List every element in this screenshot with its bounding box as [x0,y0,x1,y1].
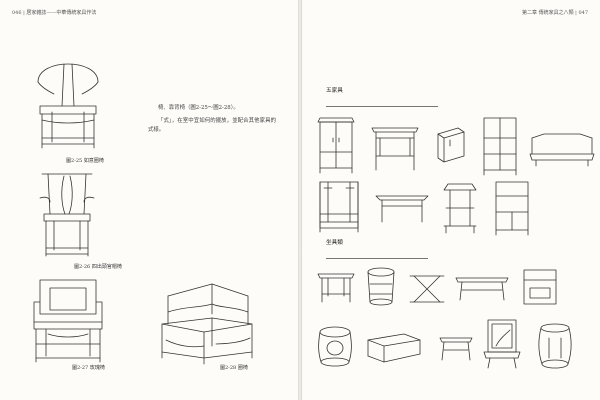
figure-bench [455,277,509,301]
figure-display-shelf [495,181,529,236]
figure-low-couch [367,333,421,363]
figure-wooden-box [437,127,465,163]
figure-round-drum-stool [318,326,352,367]
left-running-head: 046 | 居家雜誌——中華傳統家具作法 [12,10,97,16]
figure-square-stool [317,273,355,303]
figure-caption-2-25: 圖2-25 如意圈椅 [66,158,104,164]
figure-low-stand [439,337,473,361]
figure-caption-2-28: 圖2-28 圈椅 [220,365,248,371]
figure-armchair-round-back [37,63,99,149]
page-gutter [298,0,302,400]
figure-tiered-stand [443,183,477,234]
section-title-1: 五家具 [326,88,343,94]
figure-tall-cabinet [317,117,355,174]
right-running-head: 第二章 傳統家具之八類 | 047 [522,10,588,16]
figure-caption-2-27: 圖2-27 玫瑰椅 [72,365,105,371]
body-paragraph-1: 椅、靠背椅（圖2-25〜圖2-28）。 [158,105,239,111]
right-page: 第二章 傳統家具之八類 | 047 五家具 [302,0,600,400]
section-rule-1 [326,106,438,107]
figure-low-armchair [161,283,253,365]
figure-luohan-bed [529,133,595,167]
figure-canopy-bed [319,181,359,233]
figure-rose-chair [33,279,103,363]
figure-folding-stool [409,275,445,303]
figure-box-stool [523,269,557,305]
figure-recessed-leg-table [371,127,419,171]
figure-barrel-stool [538,323,572,369]
section-title-2: 坐具類 [326,240,343,246]
figure-long-table [375,195,429,223]
figure-official-hat-chair [39,173,95,257]
body-text: 椅、靠背椅（圖2-25〜圖2-28）。 「式」，在室中宜如何的擺放，並配合其他家… [148,104,276,139]
figure-drum-stool [367,267,395,306]
figure-caption-2-26: 圖2-26 四出頭官帽椅 [74,264,122,270]
left-page: 046 | 居家雜誌——中華傳統家具作法 圖2-25 如意圈椅 圖2-26 四出… [0,0,298,400]
figure-table-screen [483,319,521,369]
section-rule-2 [326,258,428,259]
figure-compound-cabinet [483,117,517,176]
body-paragraph-2: 「式」，在室中宜如何的擺放，並配合其他家具的式樣。 [148,117,276,134]
